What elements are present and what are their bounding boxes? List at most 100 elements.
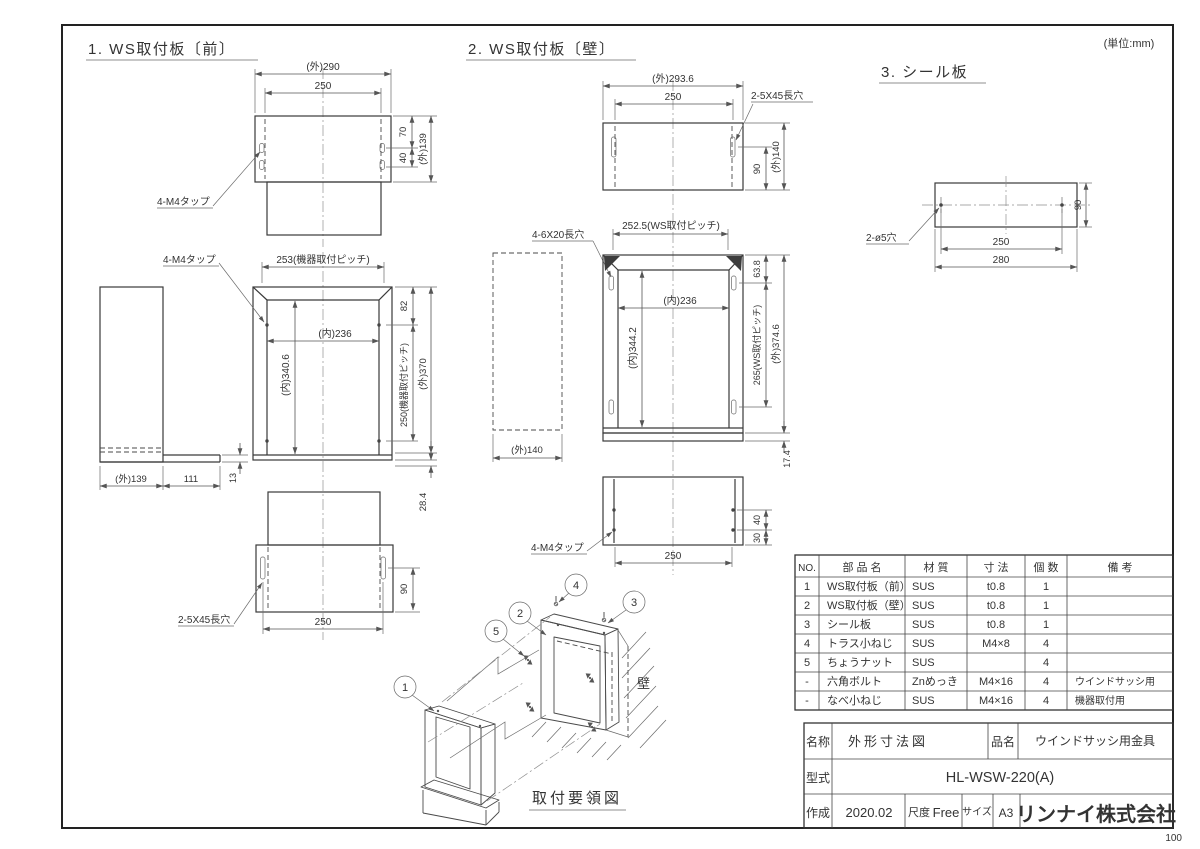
cell-material: SUS <box>912 581 935 593</box>
cell-size: t0.8 <box>987 619 1005 631</box>
created-label: 作成 <box>806 806 830 820</box>
cell-name: WS取付板（壁） <box>827 598 911 612</box>
unit-note: (単位:mm) <box>1104 36 1155 50</box>
page-number: 100 <box>1165 833 1182 844</box>
table-header: 個 数 <box>1033 561 1058 574</box>
cell-qty: 1 <box>1043 581 1049 593</box>
slot-label: 2-5X45長穴 <box>178 613 230 626</box>
cell-no: 3 <box>804 619 810 631</box>
tap-label: 4-M4タップ <box>157 196 210 208</box>
dim-label: 90 <box>1073 200 1084 211</box>
hole-label: 2-ø5穴 <box>866 231 897 244</box>
cell-material: SUS <box>912 657 935 669</box>
cell-material: SUS <box>912 619 935 631</box>
balloon-number: 2 <box>517 608 523 620</box>
cell-qty: 4 <box>1043 676 1049 688</box>
section-3-seal-plate: 3. シール板 90 250 280 2-ø5穴 <box>866 63 1092 272</box>
wall-label: 壁 <box>637 676 650 691</box>
table-header: 材 質 <box>923 560 948 574</box>
slot-label: 4-6X20長穴 <box>532 228 584 241</box>
cell-name: トラス小ねじ <box>827 637 893 650</box>
name-label: 名称 <box>806 734 830 749</box>
section-3-title: 3. シール板 <box>881 63 968 81</box>
cell-qty: 1 <box>1043 600 1049 612</box>
dim-label: (外)140 <box>511 444 543 456</box>
cell-name: ちょうナット <box>827 656 893 669</box>
title-block: 名称 外形寸法図 品名 ウインドサッシ用金具 型式 HL-WSW-220(A) … <box>803 722 1176 829</box>
cell-size: M4×16 <box>979 676 1013 688</box>
dim-label: 250 <box>993 237 1010 248</box>
cell-material: SUS <box>912 600 935 612</box>
dim-label: (内)236 <box>318 327 352 340</box>
product-label: 品名 <box>991 734 1015 749</box>
cell-qty: 1 <box>1043 619 1049 631</box>
balloon-5: 5 <box>484 619 525 657</box>
cell-no: 4 <box>804 638 810 650</box>
cell-no: 5 <box>804 657 810 669</box>
s1-bottom-view: 90 250 2-5X45長穴 <box>178 480 420 640</box>
wall-hatching <box>621 631 667 749</box>
parts-table: NO. 部 品 名 材 質 寸 法 個 数 備 考 1 WS取付板（前） SUS… <box>794 554 1174 711</box>
dim-label: (外)140 <box>770 141 782 173</box>
table-row: 4 トラス小ねじ SUS M4×8 4 <box>804 637 1049 650</box>
ground-hatching <box>531 721 622 761</box>
dim-label: 111 <box>184 474 198 485</box>
s2-bottom-view: 4-M4タップ 40 30 250 <box>531 476 772 567</box>
cell-size: M4×16 <box>979 695 1013 707</box>
dim-label: 40 <box>752 515 762 525</box>
cell-no: - <box>805 676 809 688</box>
cell-no: 2 <box>804 600 810 612</box>
table-row: 2 WS取付板（壁） SUS t0.8 1 <box>804 598 1049 612</box>
dim-label: 30 <box>752 533 762 543</box>
dim-label: 265(WS取付ピッチ) <box>752 305 762 386</box>
model-number: HL-WSW-220(A) <box>946 770 1055 786</box>
sheet-border <box>61 24 1174 829</box>
dim-label: 250 <box>665 92 682 103</box>
dim-label: 40 <box>398 153 409 164</box>
dim-label: 280 <box>993 255 1010 266</box>
dim-label: 253(機器取付ピッチ) <box>276 253 369 266</box>
dim-label: 90 <box>399 584 410 595</box>
cell-no: - <box>805 695 809 707</box>
scale-label: 尺度 <box>908 805 930 819</box>
slot-label: 2-5X45長穴 <box>751 89 803 102</box>
s2-side-view: (外)140 <box>492 252 563 462</box>
table-row: - 六角ボルト Znめっき M4×16 4 ウインドサッシ用 <box>805 675 1155 688</box>
section-2-wall-plate: 2. WS取付板〔壁〕 (外)293.6 250 2-5X45長穴 90 <box>466 40 813 575</box>
dim-label: 250(機器取付ピッチ) <box>398 343 409 427</box>
balloon-2: 2 <box>508 601 547 636</box>
iso-caption: 取付要領図 <box>532 790 622 807</box>
section-2-title: 2. WS取付板〔壁〕 <box>468 40 615 58</box>
cell-qty: 4 <box>1043 695 1049 707</box>
balloon-number: 5 <box>493 626 499 638</box>
cell-size: t0.8 <box>987 600 1005 612</box>
balloon-number: 1 <box>402 682 408 694</box>
dim-label: 250 <box>315 81 332 92</box>
dim-label: (外)293.6 <box>652 73 694 85</box>
product-name: ウインドサッシ用金具 <box>1035 733 1155 748</box>
dim-label: 82 <box>399 301 410 312</box>
cell-material: Znめっき <box>912 675 958 688</box>
assembly-iso-view: 壁 1 2 3 <box>393 573 667 826</box>
table-header: NO. <box>798 563 816 574</box>
dim-label: 252.5(WS取付ピッチ) <box>622 219 720 232</box>
dim-label: (外)139 <box>417 133 429 165</box>
balloon-4: 4 <box>558 573 588 603</box>
dim-label: (内)344.2 <box>626 327 639 369</box>
created-date: 2020.02 <box>846 805 893 820</box>
cell-remark: ウインドサッシ用 <box>1075 676 1155 688</box>
section-1-title: 1. WS取付板〔前〕 <box>88 40 235 58</box>
size-value: A3 <box>999 806 1014 820</box>
table-row: 1 WS取付板（前） SUS t0.8 1 <box>804 579 1049 593</box>
cell-material: SUS <box>912 638 935 650</box>
s2-top-view: (外)293.6 250 2-5X45長穴 90 (外)140 <box>602 73 813 191</box>
drawing-name: 外形寸法図 <box>848 734 928 749</box>
dim-label: 70 <box>398 127 409 138</box>
table-header: 部 品 名 <box>842 560 881 574</box>
dim-label: 28.4 <box>418 493 429 512</box>
table-header: 寸 法 <box>983 560 1008 574</box>
model-label: 型式 <box>806 771 830 785</box>
balloon-number: 3 <box>631 597 637 609</box>
dim-label: 90 <box>752 164 763 175</box>
